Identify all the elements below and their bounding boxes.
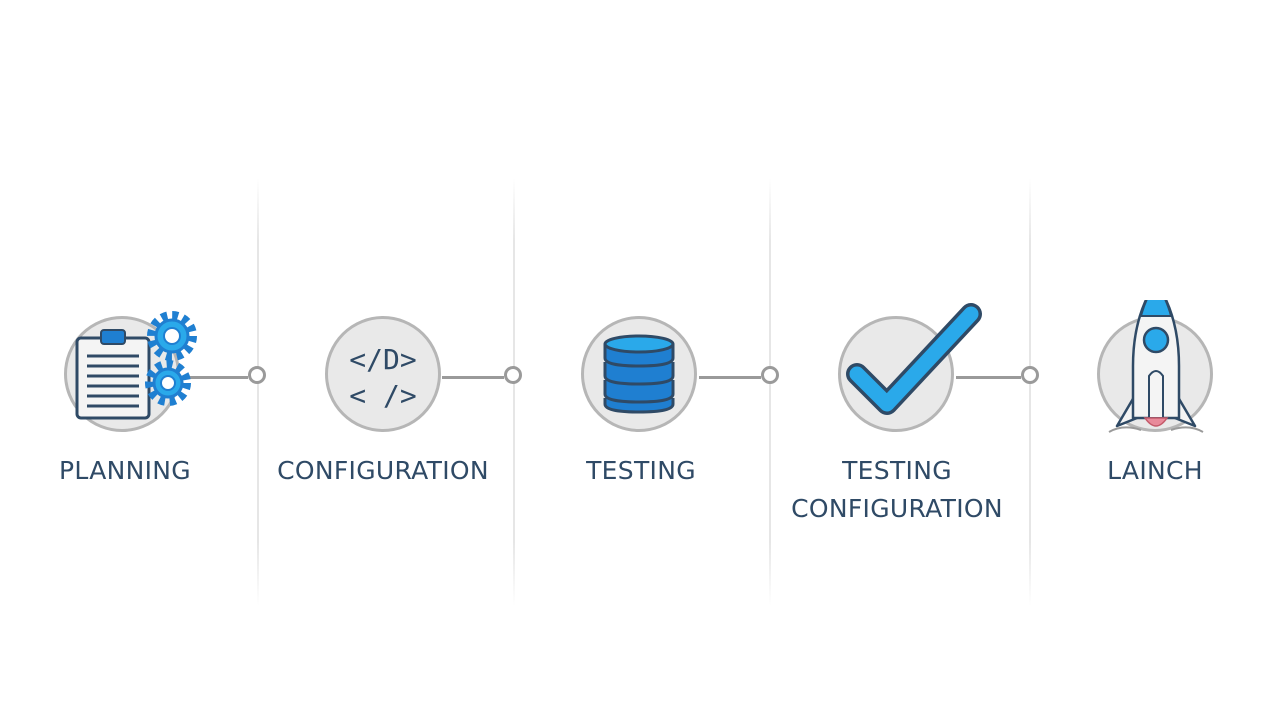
stage-label: LAINCH: [1107, 456, 1203, 485]
stage-testing: TESTING: [531, 300, 751, 540]
rocket-icon: [1108, 300, 1204, 433]
stage-planning: PLANNING: [15, 300, 235, 540]
code-brackets-icon: </D> < />: [325, 342, 441, 414]
stage-circle: [325, 316, 441, 432]
stage-label: TESTING CONFIGURATION: [791, 456, 1003, 523]
code-line: < />: [349, 379, 417, 412]
connector-node: [1021, 366, 1039, 384]
column-divider: [513, 178, 515, 606]
stage-label: TESTING: [586, 456, 696, 485]
stage-launch: LAINCH: [1045, 300, 1265, 540]
column-divider: [257, 178, 259, 606]
stage-label: PLANNING: [59, 456, 191, 485]
stage-label: CONFIGURATION: [277, 456, 489, 485]
connector-line: [956, 376, 1021, 379]
clipboard-gears-icon: [75, 311, 197, 420]
connector-line: [186, 376, 248, 379]
stage-configuration: </D> < /> CONFIGURATION: [273, 300, 493, 540]
connector-node: [504, 366, 522, 384]
connector-node: [248, 366, 266, 384]
checkmark-icon: [846, 303, 982, 415]
stage-testing-configuration: TESTING CONFIGURATION: [787, 300, 1007, 540]
database-icon: [603, 334, 675, 414]
column-divider: [769, 178, 771, 606]
column-divider: [1029, 178, 1031, 606]
connector-node: [761, 366, 779, 384]
connector-line: [699, 376, 761, 379]
code-line: </D>: [349, 343, 417, 376]
connector-line: [442, 376, 504, 379]
